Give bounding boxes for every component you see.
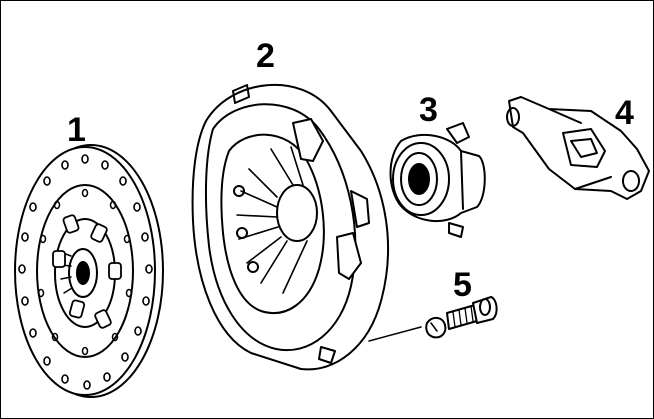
part-5-label: 5 [453, 266, 472, 304]
part-3-label: 3 [419, 91, 438, 129]
bolt-and-washer-icon [425, 296, 498, 339]
part-1-label: 1 [67, 111, 86, 149]
pressure-plate-icon [191, 83, 422, 371]
part-2-label: 2 [256, 37, 275, 75]
release-fork-icon [506, 96, 650, 200]
release-bearing-icon [389, 122, 486, 238]
part-4-label: 4 [615, 94, 634, 132]
clutch-disc-icon [14, 144, 164, 398]
